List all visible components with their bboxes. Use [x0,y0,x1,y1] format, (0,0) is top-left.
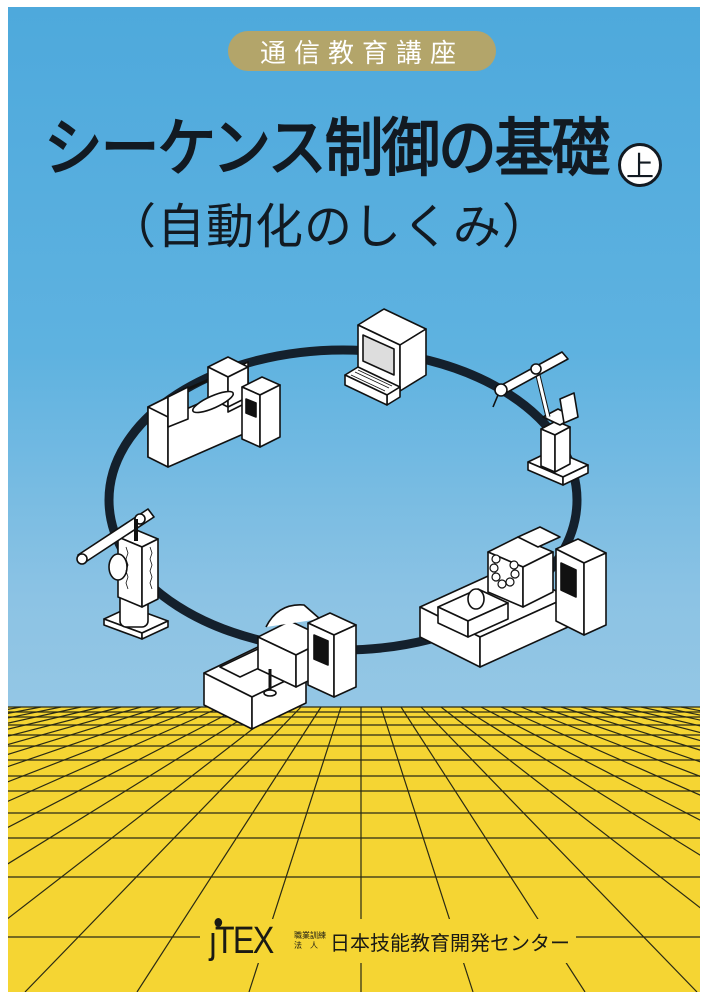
publisher-name: 日本技能教育開発センター [330,930,570,955]
book-title: シーケンス制御の基礎 [44,112,610,185]
cylindrical-robot-illustration [76,508,169,640]
series-label-badge: 通信教育講座 [228,31,496,71]
book-subtitle: （自動化のしくみ） [108,199,551,255]
book-cover: 通信教育講座 シーケンス制御の基礎 上 （自動化のしくみ） ȷTEX 職業訓練 … [8,7,700,992]
org-type-line2: 法 人 [294,941,318,950]
floor-grid [8,706,700,992]
computer-terminal-illustration [344,308,427,406]
machining-center-illustration [419,526,607,668]
org-type-label: 職業訓練 法 人 [294,931,326,951]
illustration-scene [8,308,700,992]
welding-robot-illustration [492,351,589,486]
volume-mark: 上 [618,143,662,187]
logo-dot-icon [214,917,223,927]
logo-text: TEX [214,919,274,962]
milling-machine-illustration [203,604,357,730]
logo-glyph-j: ȷ [209,919,216,962]
org-type-line1: 職業訓練 [294,931,326,940]
publisher-block: ȷTEX 職業訓練 法 人 日本技能教育開発センター [200,917,576,963]
jitex-logo: ȷTEX [206,917,279,963]
lathe-illustration [147,356,281,468]
